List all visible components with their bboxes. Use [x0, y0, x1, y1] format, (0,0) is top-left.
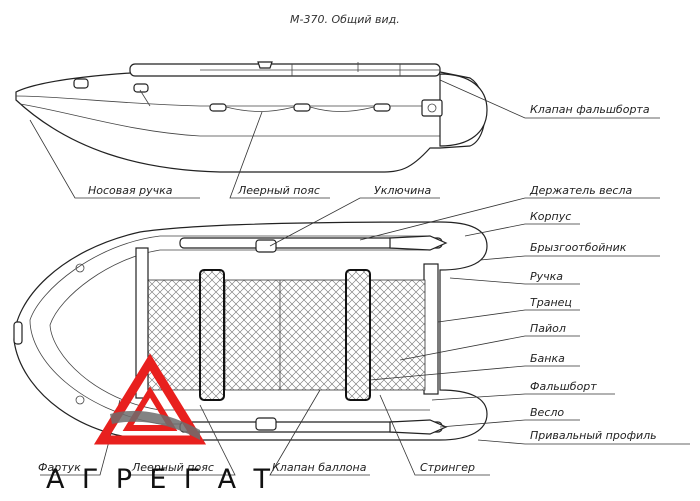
- side-view: [15, 61, 488, 173]
- label-fartuk: Фартук: [38, 461, 81, 474]
- label-uklyuchina: Уключина: [374, 184, 431, 197]
- label-banka: Банка: [530, 352, 565, 365]
- label-bryzgootboynik: Брызгоотбойник: [530, 241, 627, 254]
- logo-swoosh-icon: [110, 410, 200, 440]
- watermark-text: АГРЕГАТ: [46, 464, 271, 495]
- top-view: [13, 221, 488, 441]
- label-lerny-poyas-bottom: Леерный пояс: [131, 461, 214, 474]
- label-payol: Пайол: [530, 322, 566, 335]
- label-falshbort: Фальшборт: [530, 380, 597, 393]
- label-klapan-falshborta: Клапан фальшборта: [530, 103, 650, 116]
- leader-lines: [29, 79, 690, 476]
- labels: Клапан фальшборта Носовая ручка Леерный …: [38, 103, 657, 474]
- label-ruchka: Ручка: [530, 270, 563, 283]
- logo-triangle-icon: [93, 353, 207, 445]
- label-nosovaya-ruchka: Носовая ручка: [88, 184, 173, 197]
- label-lerny-poyas-top: Леерный пояс: [237, 184, 320, 197]
- label-klapan-ballona: Клапан баллона: [272, 461, 367, 474]
- label-derzhatel-vesla: Держатель весла: [529, 184, 633, 197]
- watermark-logo: АГРЕГАТ: [46, 353, 271, 495]
- label-korpus: Корпус: [530, 210, 571, 223]
- label-privalny-profil: Привальный профиль: [530, 429, 657, 442]
- label-veslo: Весло: [530, 406, 564, 419]
- diagram-title: М-370. Общий вид.: [290, 13, 400, 26]
- label-tranets: Транец: [530, 296, 572, 309]
- logo-inner-triangle-icon: [122, 386, 178, 431]
- label-stringer: Стрингер: [420, 461, 475, 474]
